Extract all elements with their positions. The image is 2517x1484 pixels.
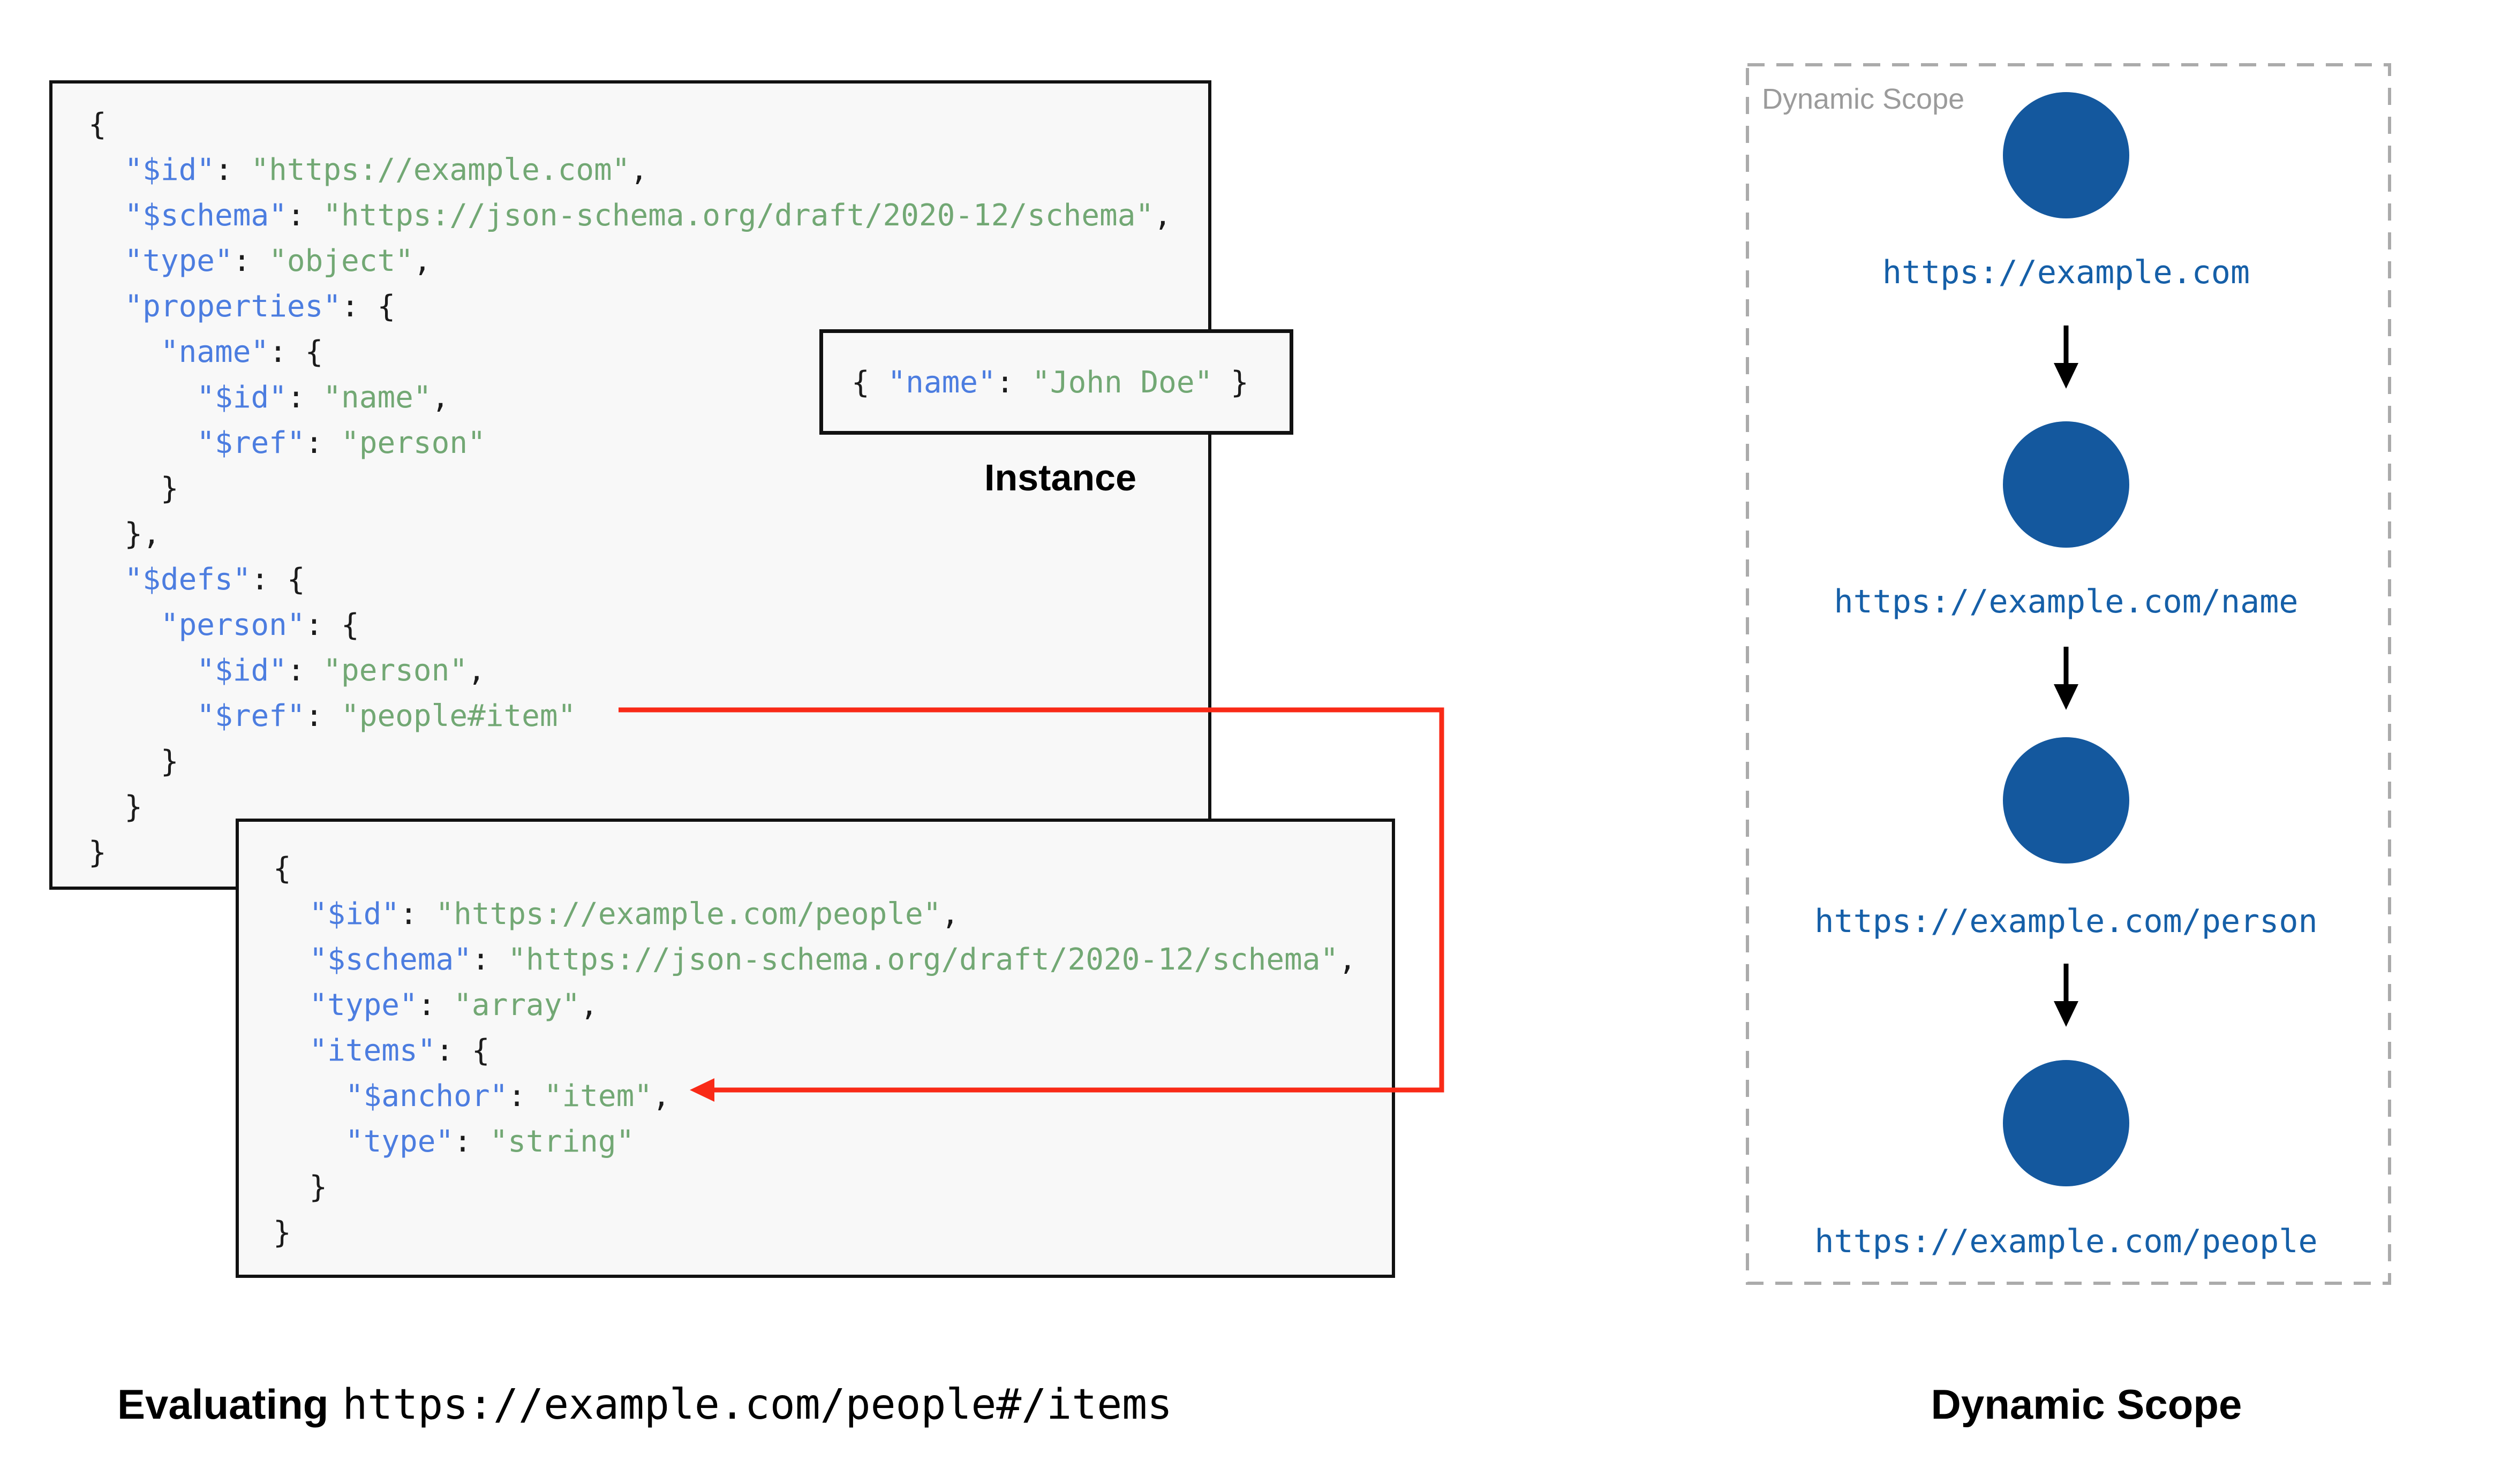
schema-main-code-line: "$defs": { — [124, 562, 305, 597]
scope-node-url: https://example.com — [1882, 254, 2250, 291]
schema-people-code-line: { — [273, 851, 291, 886]
schema-people-code-line: "items": { — [309, 1033, 490, 1068]
schema-people-code-line: } — [273, 1215, 291, 1250]
arrow-down-icon — [2054, 325, 2078, 389]
caption-dynamic-scope: Dynamic Scope — [1819, 1380, 2354, 1429]
schema-main-code-line: "$id": "person", — [197, 653, 486, 688]
scope-node-circle — [2003, 737, 2129, 864]
schema-main-code-line: "name": { — [160, 335, 323, 369]
schema-main-code-line: } — [88, 471, 179, 506]
arrow-down-icon — [2054, 647, 2078, 710]
instance-code: { "name": "John Doe" } — [851, 360, 1249, 405]
schema-main-code-line: { — [88, 107, 107, 142]
instance-box — [819, 329, 1293, 435]
schema-main-code-line: "$schema": "https://json-schema.org/draf… — [124, 198, 1172, 233]
scope-node-url: https://example.com/person — [1814, 903, 2318, 940]
schema-people-code: { "$id": "https://example.com/people", "… — [273, 846, 1357, 1255]
schema-main-code-line: "$id": "https://example.com", — [124, 153, 649, 187]
schema-main-code-line: "properties": { — [124, 289, 396, 324]
schema-main-code-line: "person": { — [160, 608, 359, 642]
dynamic-scope-panel: Dynamic Scope https://example.com https:/… — [1746, 63, 2391, 1285]
schema-people-code-line: "type": "string" — [345, 1124, 635, 1159]
instance-code-line: { "name": "John Doe" } — [851, 365, 1249, 400]
schema-people-code-line: } — [273, 1170, 328, 1205]
arrow-down-icon — [2054, 964, 2078, 1027]
schema-main-code-line: "$id": "name", — [197, 380, 450, 415]
schema-main-code-line: } — [88, 790, 143, 824]
schema-main-code-line: "type": "object", — [124, 244, 432, 278]
dynamic-scope-watermark: Dynamic Scope — [1762, 83, 1965, 115]
scope-node-circle — [2003, 421, 2129, 548]
caption-evaluating-word: Evaluating — [117, 1381, 329, 1428]
scope-node-circle — [2003, 1060, 2129, 1186]
caption-evaluating: Evaluating https://example.com/people#/it… — [117, 1380, 1172, 1429]
schema-people-code-line: "$id": "https://example.com/people", — [309, 897, 960, 932]
caption-dynamic-scope-text: Dynamic Scope — [1931, 1381, 2242, 1428]
schema-main-code-line: } — [88, 744, 179, 779]
schema-people-code-line: "$schema": "https://json-schema.org/draf… — [309, 942, 1357, 977]
instance-label: Instance — [984, 457, 1136, 498]
schema-main-code: { "$id": "https://example.com", "$schema… — [88, 102, 1172, 875]
scope-node-url: https://example.com/people — [1814, 1223, 2318, 1260]
schema-people-code-line: "$anchor": "item", — [345, 1079, 670, 1114]
scope-node-circle — [2003, 92, 2129, 218]
scope-node-url: https://example.com/name — [1834, 583, 2299, 620]
caption-evaluating-uri: https://example.com/people#/items — [342, 1381, 1173, 1429]
schema-main-code-line: }, — [88, 517, 161, 551]
schema-main-code-line: "$ref": "person" — [197, 426, 486, 460]
schema-main-code-line: } — [88, 835, 107, 870]
schema-people-code-line: "type": "array", — [309, 988, 598, 1023]
schema-main-code-line: "$ref": "people#item" — [197, 699, 576, 733]
